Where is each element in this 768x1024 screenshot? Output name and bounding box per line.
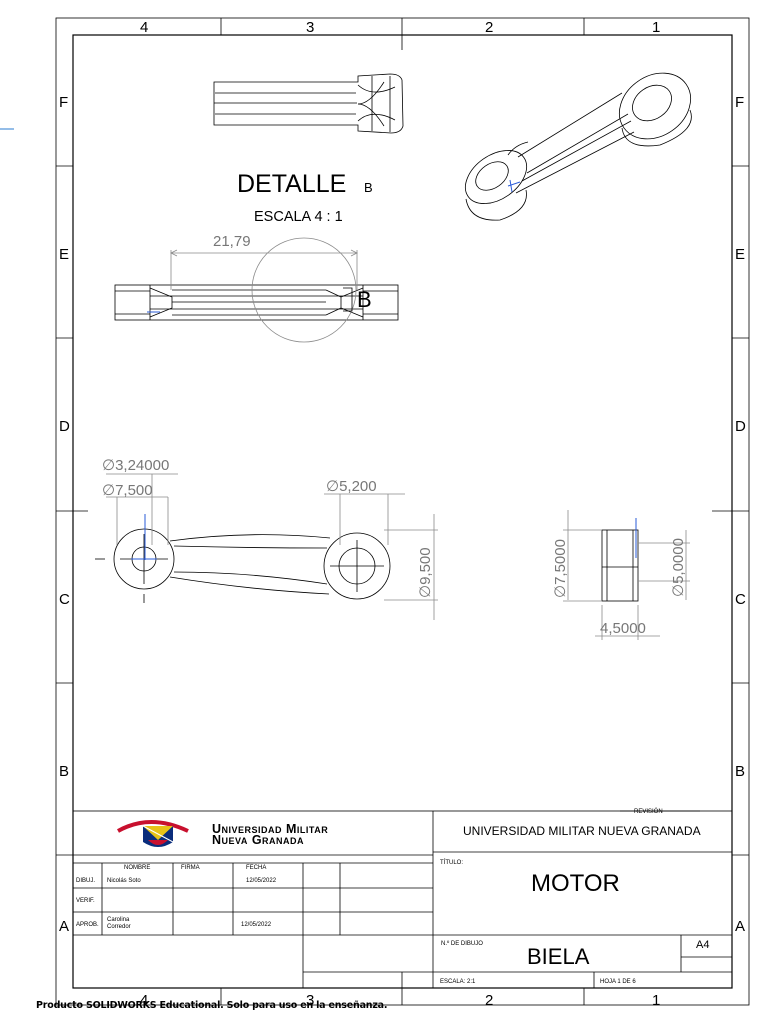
approved-by-name-line-1: Carolina xyxy=(107,917,130,923)
approved-by-name-line-2: Corredor xyxy=(107,924,131,930)
end-view xyxy=(601,529,639,602)
revision-label: REVISIÓN xyxy=(634,808,663,815)
isometric-view xyxy=(465,72,692,221)
detail-callout-line xyxy=(343,287,353,312)
row-label-drawn: DIBUJ. xyxy=(76,878,95,884)
dimension-width: 4,5000 xyxy=(600,620,646,637)
approved-date: 12/05/2022 xyxy=(241,922,272,928)
dimension-lines xyxy=(563,510,690,640)
drawn-by-name: Nicolás Soto xyxy=(107,878,141,884)
zone-col-label: 1 xyxy=(652,992,660,1009)
detail-circle xyxy=(251,237,357,343)
detail-letter: B xyxy=(364,180,373,195)
drawing-number: BIELA xyxy=(527,944,590,969)
zone-row-label: C xyxy=(735,591,746,608)
side-view xyxy=(95,528,391,603)
zone-col-label: 3 xyxy=(306,992,314,1009)
dimension-lines xyxy=(106,473,438,620)
detail-callout-label: B xyxy=(357,287,372,312)
university-crest-logo xyxy=(117,820,189,847)
top-view xyxy=(114,284,399,321)
zone-col-label: 2 xyxy=(485,19,493,36)
university-full-name: UNIVERSIDAD MILITAR NUEVA GRANADA xyxy=(463,824,701,838)
zone-row-label: E xyxy=(735,246,745,263)
column-header-date: FECHA xyxy=(246,865,266,871)
axis-marker xyxy=(509,179,513,193)
sheet-size: A4 xyxy=(696,939,709,951)
zone-row-label: B xyxy=(59,763,69,780)
zone-row-label: E xyxy=(59,246,69,263)
column-header-signature: FIRMA xyxy=(181,865,200,871)
dimension-diameter: ∅7,500 xyxy=(102,482,153,499)
row-label-checked: VERIF. xyxy=(76,898,95,904)
sheet-count: HOJA 1 DE 6 xyxy=(600,979,636,985)
detail-title: DETALLE xyxy=(237,170,346,198)
dimension-diameter: ∅9,500 xyxy=(417,547,434,598)
zone-row-label: A xyxy=(59,918,69,935)
dimension-diameter: ∅7,5000 xyxy=(552,539,569,598)
drawing-number-label: N.º DE DIBUJO xyxy=(441,940,483,947)
detail-b-view xyxy=(213,73,404,134)
zone-col-label: 4 xyxy=(140,19,148,36)
dimension-diameter: ∅5,0000 xyxy=(670,538,687,597)
inner-border xyxy=(72,34,733,989)
zone-col-label: 2 xyxy=(485,992,493,1009)
university-name-line-2: Nueva Granada xyxy=(212,833,304,847)
zone-row-label: D xyxy=(735,418,746,435)
zone-col-label: 1 xyxy=(652,19,660,36)
zone-row-label: C xyxy=(59,591,70,608)
outer-border xyxy=(55,17,750,1006)
drawn-date: 12/05/2022 xyxy=(246,878,277,884)
title-label: TÍTULO: xyxy=(440,859,463,866)
dimension-length: 21,79 xyxy=(213,233,251,250)
column-header-name: NOMBRE xyxy=(124,865,150,871)
dimension-diameter: ∅3,24000 xyxy=(102,457,169,474)
zone-row-label: F xyxy=(59,94,68,111)
educational-watermark: Producto SOLIDWORKS Educational. Solo pa… xyxy=(36,1000,388,1011)
drawing-title: MOTOR xyxy=(531,870,620,897)
zone-row-label: A xyxy=(735,918,745,935)
university-name-line-1: Universidad Militar xyxy=(212,822,328,836)
title-block-lines xyxy=(72,810,733,989)
row-label-approved: APROB. xyxy=(76,922,99,928)
zone-col-label: 3 xyxy=(306,19,314,36)
scale-label: ESCALA: 2:1 xyxy=(440,979,476,985)
zone-ticks xyxy=(56,18,749,1005)
zone-row-label: B xyxy=(735,763,745,780)
axis-marker xyxy=(507,181,521,187)
dimension-lines xyxy=(170,249,358,290)
zone-col-label: 4 xyxy=(140,992,148,1009)
detail-scale: ESCALA 4 : 1 xyxy=(254,209,343,225)
zone-row-label: F xyxy=(735,94,744,111)
zone-row-label: D xyxy=(59,418,70,435)
dimension-diameter: ∅5,200 xyxy=(326,478,377,495)
